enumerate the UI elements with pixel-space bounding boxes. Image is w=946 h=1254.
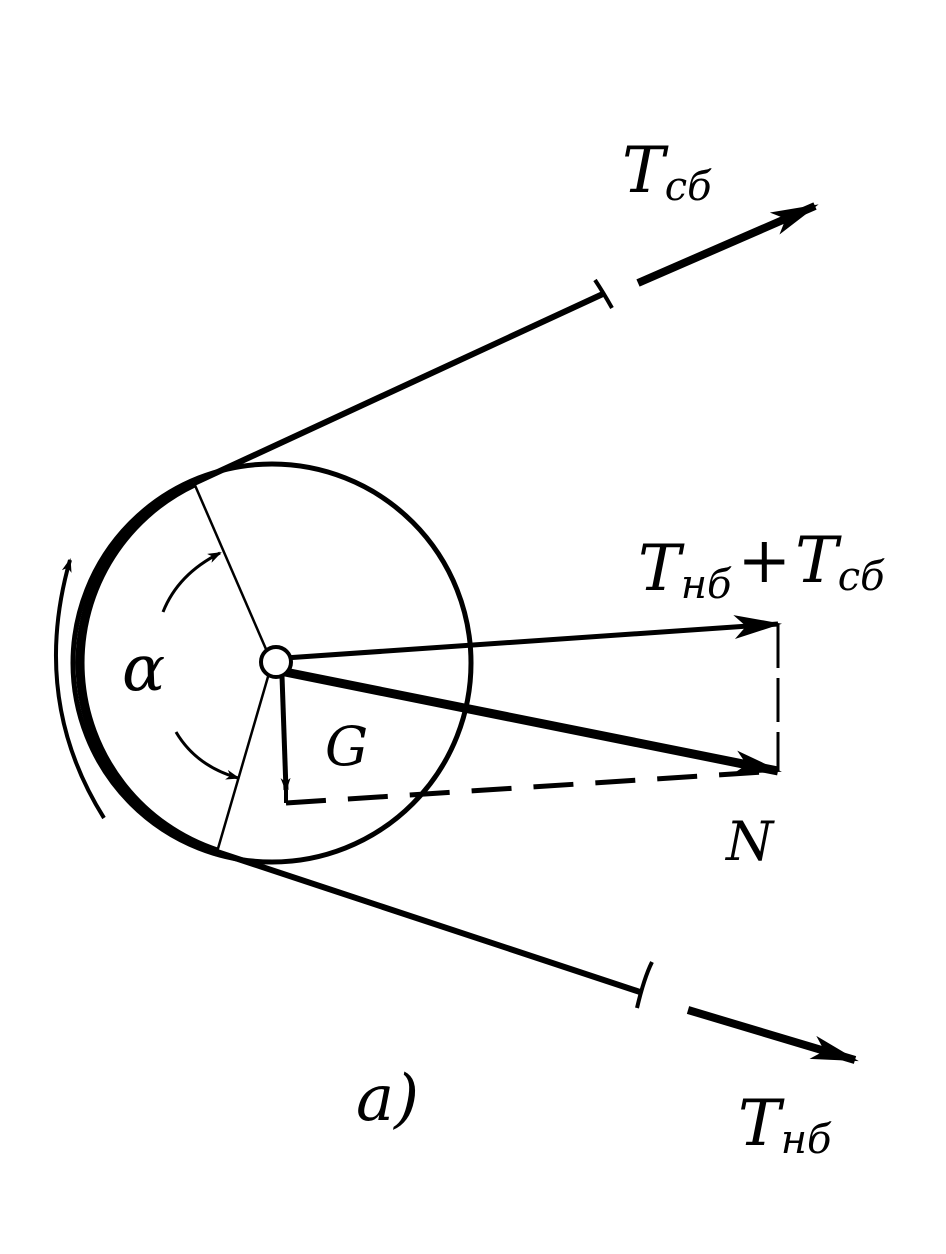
- tight-tension-arrow: [686, 1006, 859, 1064]
- normal-force-vector: [284, 667, 782, 776]
- figure-caption: a): [356, 1062, 419, 1136]
- label-weight: G: [325, 715, 368, 778]
- pulley-center-hub: [259, 645, 293, 679]
- radius-lower: [215, 662, 274, 853]
- tight-belt-break-mark: [635, 961, 654, 1009]
- angle-arc-upper: [161, 551, 222, 613]
- slack-tension-arrow: [636, 202, 819, 287]
- slack-belt-line: [192, 290, 607, 486]
- label-normal-force: N: [724, 810, 775, 873]
- pulley-circle: [70, 461, 474, 865]
- angle-arc-lower: [174, 731, 240, 780]
- radius-upper: [192, 482, 274, 664]
- sum-tension-vector: [284, 615, 782, 661]
- rotation-direction-arrow: [53, 558, 106, 820]
- tight-belt-line: [216, 849, 641, 995]
- construction-dashed-line: [285, 768, 779, 806]
- label-slack-tension: Tсб: [622, 134, 712, 210]
- slack-belt-break-mark: [593, 278, 614, 309]
- weight-vector: [279, 675, 291, 792]
- label-wrap-angle: α: [122, 632, 165, 706]
- label-tight-tension: Tнб: [738, 1087, 832, 1163]
- label-sum-tension: Tнб+Tсб: [638, 524, 885, 608]
- belt-wrap-arc: [75, 478, 219, 857]
